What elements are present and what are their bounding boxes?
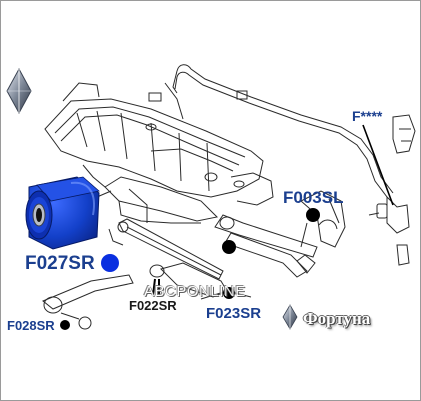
stabilizer-bar [148,64,416,266]
bushing-illustration [25,176,100,250]
control-arms [42,190,346,330]
brand-name: Фортуна [303,309,371,328]
marker-f003sl [306,208,320,222]
diamond-logo-icon [6,67,32,115]
label-f027sr: F027SR [25,253,95,274]
brand-diamond-icon [282,304,298,330]
label-f003sl: F003SL [283,188,344,207]
marker-f027sr [101,254,119,272]
label-f-stars: F**** [352,108,383,124]
leader-line-f-stars [362,124,394,206]
marker-center [222,240,236,254]
label-f022sr: F022SR [129,298,177,313]
subframe-line-art [44,82,274,224]
label-f023sr: F023SR [206,305,262,322]
tick-f022sr [152,278,156,296]
marker-f028sr [60,320,70,330]
marker-f023sr [223,287,235,299]
label-f028sr: F028SR [7,318,55,333]
watermark-text: ABCPONLINE [144,283,246,300]
